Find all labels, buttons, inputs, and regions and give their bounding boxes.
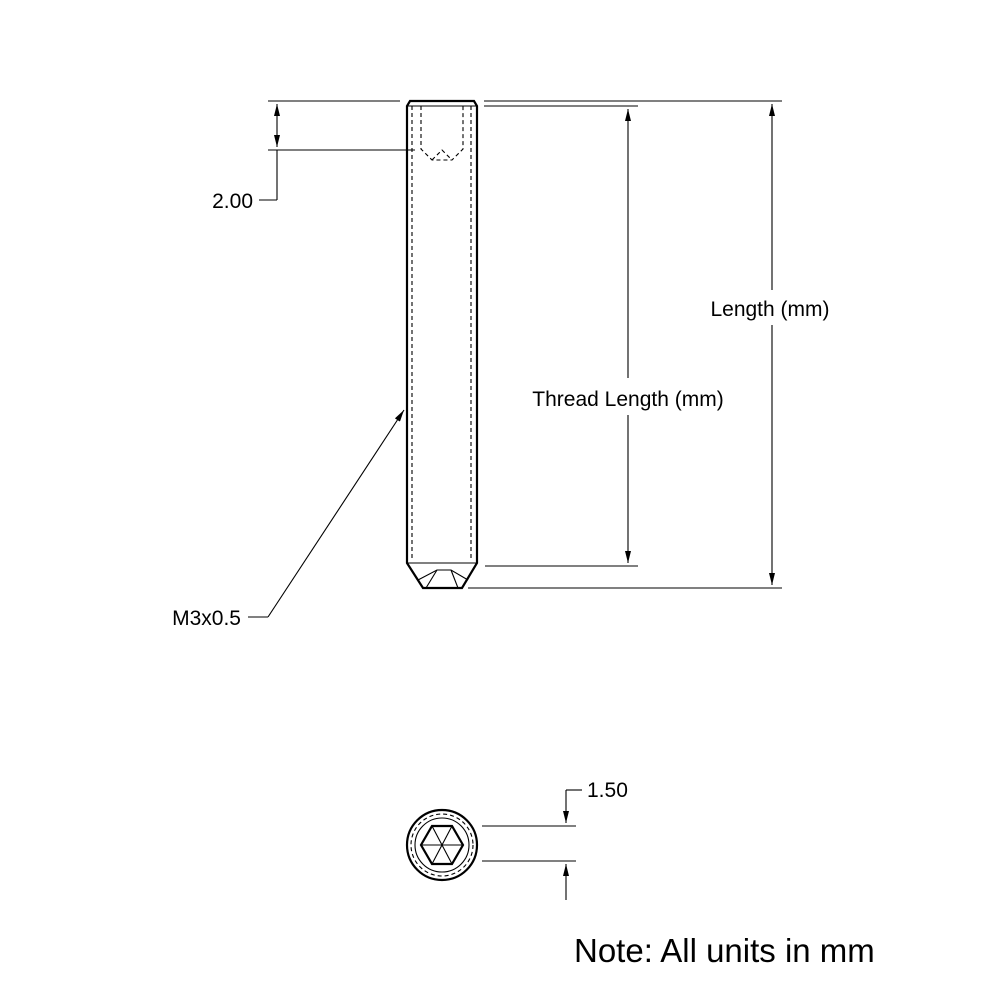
screw-side-view	[405, 99, 479, 590]
end-view-outer-circle	[405, 808, 479, 882]
screw-outline	[405, 99, 479, 590]
hex-size-label: 1.50	[587, 779, 628, 802]
cup-point-base-2	[450, 569, 459, 589]
end-view-thread-circle	[410, 813, 474, 877]
thread-spec-label: M3x0.5	[172, 607, 241, 630]
socket-depth-dimension: 2.00	[212, 100, 415, 213]
length-label: Length (mm)	[710, 298, 829, 321]
hex-socket-hidden	[420, 106, 464, 161]
cup-point	[417, 569, 469, 581]
length-dimension: Length (mm)	[468, 100, 830, 589]
thread-length-dimension: Thread Length (mm)	[484, 105, 724, 567]
end-view-chamfer-circle	[414, 817, 470, 873]
socket-depth-label: 2.00	[212, 190, 253, 213]
hex-size-dimension: 1.50	[482, 779, 628, 900]
screw-end-view	[405, 808, 479, 882]
units-note: Note: All units in mm	[574, 932, 875, 969]
thread-callout: M3x0.5	[172, 409, 405, 630]
cup-point-base	[425, 569, 438, 589]
socket-cone-hidden	[431, 149, 453, 161]
thread-length-label: Thread Length (mm)	[532, 388, 723, 411]
thread-leader	[267, 409, 405, 618]
